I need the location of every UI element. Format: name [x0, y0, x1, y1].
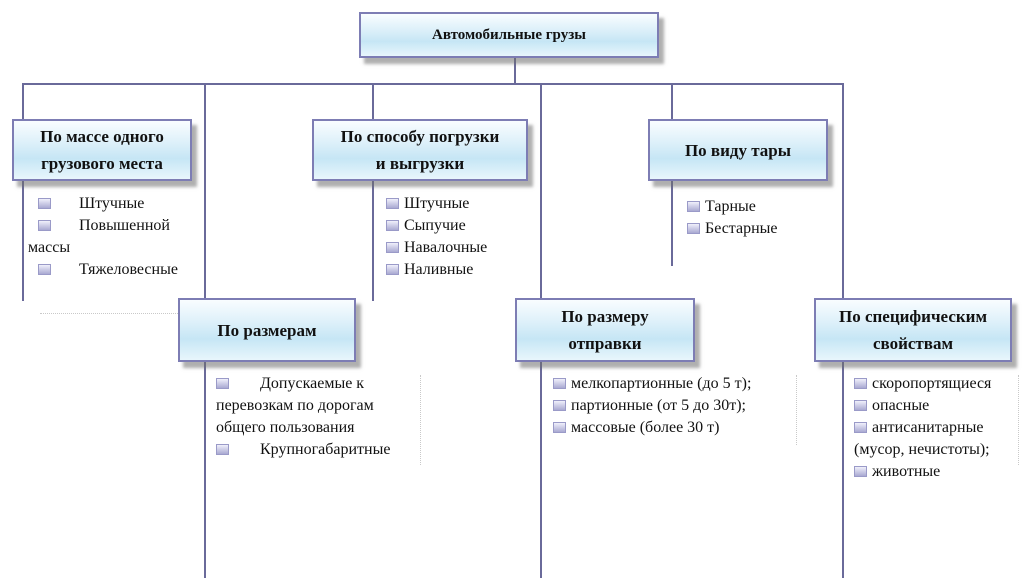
list-item-label: животные [872, 463, 941, 480]
bullet-icon [386, 220, 399, 231]
list-by-shipment: мелкопартионные (до 5 т); партионные (от… [553, 373, 798, 439]
bullet-icon [687, 201, 700, 212]
list-by-properties: скоропортящиеся опасные антисанитарные (… [854, 373, 1020, 483]
list-item-label: Тяжеловесные [79, 261, 178, 278]
list-item-label: Навалочные [404, 239, 488, 256]
list-item-label: антисанитарные [872, 419, 984, 436]
bullet-icon [553, 378, 566, 389]
list-item: Сыпучие [386, 215, 526, 237]
bullet-icon [854, 400, 867, 411]
bullet-icon [38, 220, 51, 231]
list-by-loading: Штучные Сыпучие Навалочные Наливные [386, 193, 526, 281]
list-item-label: Наливные [404, 261, 474, 278]
bullet-icon [386, 198, 399, 209]
list-item-label: мелкопартионные (до 5 т); [571, 375, 752, 392]
list-item: перевозкам по дорогам [216, 395, 426, 417]
list-item: Тарные [687, 196, 817, 218]
list-item-label: массовые (более 30 т) [571, 419, 720, 436]
bullet-icon [553, 422, 566, 433]
list-item: скоропортящиеся [854, 373, 1020, 395]
category-box-by-shipment: По размеру отправки [515, 298, 695, 362]
bullet-icon [38, 198, 51, 209]
connector-by-loading [372, 83, 374, 301]
bullet-icon [216, 444, 229, 455]
list-item: партионные (от 5 до 30т); [553, 395, 798, 417]
list-item: Бестарные [687, 218, 817, 240]
list-item-label: Повышенной [79, 217, 170, 234]
list-item-label: массы [28, 239, 71, 256]
list-item-label: партионные (от 5 до 30т); [571, 397, 746, 414]
list-item-label: Бестарные [705, 220, 778, 237]
list-item: Тяжеловесные [38, 259, 213, 281]
root-stem [514, 58, 516, 84]
dotted-guide [40, 313, 180, 314]
list-item-label: (мусор, нечистоты); [854, 441, 990, 458]
list-by-mass: Штучные Повышенной массы Тяжеловесные [28, 193, 213, 281]
category-box-by-properties: По специфическим свойствам [814, 298, 1012, 362]
list-item: Штучные [38, 193, 213, 215]
connector-by-mass [22, 83, 24, 301]
root-box: Автомобильные грузы [359, 12, 659, 58]
category-title-by-size: По размерам [217, 320, 317, 340]
list-item: Допускаемые к [216, 373, 426, 395]
list-item-label: Штучные [79, 195, 145, 212]
list-item: мелкопартионные (до 5 т); [553, 373, 798, 395]
dotted-guide [1018, 375, 1019, 465]
list-item: Штучные [386, 193, 526, 215]
category-title-by-properties: По специфическим свойствам [838, 307, 988, 353]
list-item-label: Крупногабаритные [260, 441, 391, 458]
list-item-label: опасные [872, 397, 930, 414]
bullet-icon [38, 264, 51, 275]
dotted-guide [420, 375, 421, 465]
list-by-container: Тарные Бестарные [687, 196, 817, 240]
bullet-icon [854, 422, 867, 433]
category-title-by-container: По виду тары [684, 140, 792, 160]
list-item-label: общего пользования [216, 419, 355, 436]
category-box-by-mass: По массе одного грузового места [12, 119, 192, 181]
category-title-by-mass: По массе одного грузового места [40, 127, 164, 173]
category-box-by-container: По виду тары [648, 119, 828, 181]
list-item-label: Допускаемые к [260, 375, 365, 392]
dotted-guide [796, 375, 797, 445]
bullet-icon [216, 378, 229, 389]
list-item: опасные [854, 395, 1020, 417]
category-title-by-loading: По способу погрузки и выгрузки [340, 127, 500, 173]
bullet-icon [854, 378, 867, 389]
category-box-by-size: По размерам [178, 298, 356, 362]
bullet-icon [854, 466, 867, 477]
list-item-label: Штучные [404, 195, 470, 212]
list-item-label: Сыпучие [404, 217, 466, 234]
list-item: (мусор, нечистоты); [854, 439, 1020, 461]
category-box-by-loading: По способу погрузки и выгрузки [312, 119, 528, 181]
bullet-icon [553, 400, 566, 411]
list-item-label: Тарные [705, 198, 756, 215]
list-item-label: перевозкам по дорогам [216, 397, 374, 414]
list-item: Крупногабаритные [216, 439, 426, 461]
list-item: массовые (более 30 т) [553, 417, 798, 439]
list-item: Повышенной [38, 215, 213, 237]
list-item: животные [854, 461, 1020, 483]
list-item: Навалочные [386, 237, 526, 259]
list-item: антисанитарные [854, 417, 1020, 439]
list-item-label: скоропортящиеся [872, 375, 992, 392]
bullet-icon [687, 223, 700, 234]
list-item: массы [28, 237, 213, 259]
list-by-size: Допускаемые к перевозкам по дорогам обще… [216, 373, 426, 461]
bullet-icon [386, 242, 399, 253]
main-horizontal-connector [22, 83, 844, 85]
list-item: Наливные [386, 259, 526, 281]
category-title-by-shipment: По размеру отправки [561, 307, 649, 353]
root-title: Автомобильные грузы [432, 26, 586, 43]
list-item: общего пользования [216, 417, 426, 439]
bullet-icon [386, 264, 399, 275]
